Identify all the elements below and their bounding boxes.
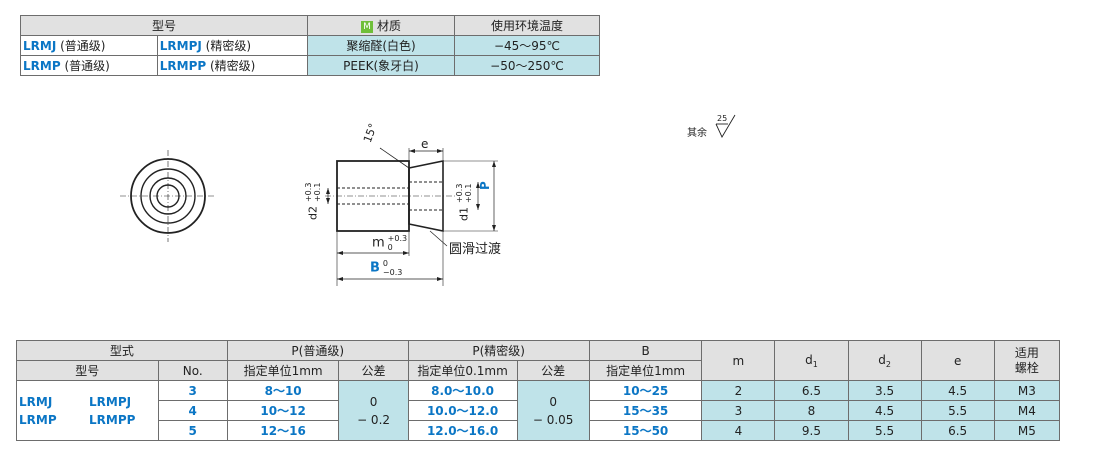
cell-p-standard: 10～12	[226, 400, 340, 421]
roughness-value: 25	[717, 114, 728, 123]
cell-m: 4	[701, 420, 776, 441]
header-p-precision: P(精密级)	[407, 340, 590, 361]
roughness-symbol-icon	[715, 114, 736, 138]
cell-d1: 9.5	[774, 420, 849, 441]
dim-d2-label: d2+0.3+0.1	[304, 182, 322, 220]
header-spec-b: 指定单位1mm	[588, 360, 703, 381]
cell-bolt: M3	[993, 380, 1061, 401]
cell-d1: 8	[774, 400, 849, 421]
cell-m: 2	[701, 380, 776, 401]
cell-d2: 5.5	[847, 420, 922, 441]
header-d1: d1	[774, 340, 849, 381]
cell-b: 15～50	[588, 420, 703, 441]
header-b: B	[588, 340, 703, 361]
header-spec-01mm: 指定单位0.1mm	[407, 360, 518, 381]
cell-p-precision: 12.0～16.0	[407, 420, 518, 441]
cell-p-standard: 8～10	[226, 380, 340, 401]
dimension-arrows	[326, 149, 496, 281]
cell-no: 5	[157, 420, 228, 441]
table-row: 5 12～16 12.0～16.0 15～50 4 9.5 5.5 6.5 M5	[17, 420, 1061, 441]
header-tolerance: 公差	[338, 360, 409, 381]
cell-d2: 4.5	[847, 400, 922, 421]
model-precision: LRMPP (精密级)	[156, 55, 309, 76]
cell-bolt: M5	[993, 420, 1061, 441]
side-view	[325, 147, 498, 286]
tolerance-precision: 0− 0.05	[516, 380, 590, 441]
material-badge-icon: M	[360, 21, 373, 33]
temperature-value: −45～95℃	[454, 35, 600, 56]
header-m: m	[701, 340, 776, 381]
table-row: 4 10～12 10.0～12.0 15～35 3 8 4.5 5.5 M4	[17, 400, 1061, 421]
cell-p-precision: 10.0～12.0	[407, 400, 518, 421]
header-e: e	[920, 340, 995, 381]
header-spec-1mm: 指定单位1mm	[226, 360, 340, 381]
cell-e: 6.5	[920, 420, 995, 441]
cell-p-standard: 12～16	[226, 420, 340, 441]
dim-p-label: P	[478, 181, 492, 190]
dimension-table: 型式 P(普通级) P(精密级) B m d1 d2 e 适用螺栓 型号 No.…	[16, 340, 1061, 441]
model-standard: LRMP (普通级)	[20, 55, 158, 76]
cell-m: 3	[701, 400, 776, 421]
header-p-standard: P(普通级)	[226, 340, 409, 361]
cell-d1: 6.5	[774, 380, 849, 401]
header-model: 型号	[16, 360, 159, 381]
table-row: LRMP (普通级) LRMPP (精密级) PEEK(象牙白) −50～250…	[20, 55, 600, 76]
header-d2: d2	[847, 340, 922, 381]
cell-d2: 3.5	[847, 380, 922, 401]
header-tolerance: 公差	[516, 360, 590, 381]
model-standard: LRMJ (普通级)	[20, 35, 158, 56]
header-type: 型式	[16, 340, 228, 361]
header-no: No.	[157, 360, 228, 381]
end-view	[120, 150, 216, 242]
cell-e: 4.5	[920, 380, 995, 401]
cell-no: 4	[157, 400, 228, 421]
dim-e-label: e	[421, 137, 429, 151]
cell-no: 3	[157, 380, 228, 401]
round-transition-label: 圆滑过渡	[449, 242, 502, 257]
dim-d1-label: d1+0.3+0.1	[455, 183, 473, 221]
tolerance-standard: 0− 0.2	[338, 380, 409, 441]
table-row: LRMJ (普通级) LRMPJ (精密级) 聚缩醛(白色) −45～95℃	[20, 35, 600, 56]
cell-p-precision: 8.0～10.0	[407, 380, 518, 401]
header-bolt: 适用螺栓	[993, 340, 1061, 381]
roughness-rest-label: 其余	[687, 128, 707, 139]
cell-bolt: M4	[993, 400, 1061, 421]
material-value: 聚缩醛(白色)	[307, 35, 455, 56]
cell-b: 10～25	[588, 380, 703, 401]
material-value: PEEK(象牙白)	[307, 55, 455, 76]
cell-e: 5.5	[920, 400, 995, 421]
cell-b: 15～35	[588, 400, 703, 421]
temperature-value: −50～250℃	[454, 55, 600, 76]
